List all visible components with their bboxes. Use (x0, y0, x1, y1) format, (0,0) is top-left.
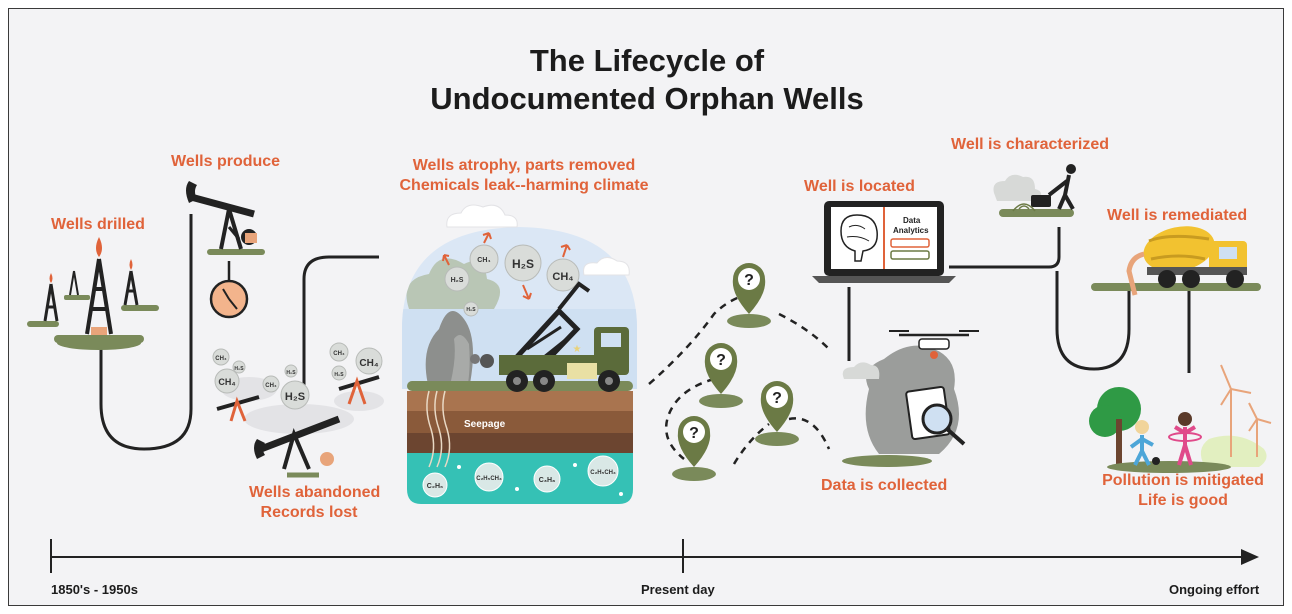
illustration-layer: CH₄ CH₄ H₂S CH₄ H₂S H₂S CH₄ CH₄ H₂S CH₄ … (27, 164, 1272, 573)
stage-label-abandoned-2: Records lost (260, 504, 358, 521)
stage-label-located: Well is located (804, 178, 915, 195)
chem-label-ch4-4: CH₄ (359, 358, 378, 369)
stage-label-atrophy-2: Chemicals leak--harming climate (399, 177, 649, 194)
abandoned-wells-illustration (212, 342, 384, 478)
derricks-illustration (27, 237, 159, 350)
location-pins (672, 263, 799, 481)
remediation-illustration (1091, 226, 1261, 296)
stage-label-drilled: Wells drilled (51, 216, 145, 233)
question-mark-icon: ? (689, 425, 699, 442)
timeline-label-end: Ongoing effort (1169, 582, 1260, 597)
chem-label-ch4-2: CH₄ (265, 383, 277, 389)
chem-label-h2s-sky: H₂S (512, 257, 534, 271)
chem-label-c2h5ch3-2: C₂H₅CH₃ (590, 470, 616, 476)
stage-label-remediated: Well is remediated (1107, 207, 1248, 224)
stage-label-produce: Wells produce (171, 153, 281, 170)
timeline-axis (50, 539, 1259, 573)
chem-label-h2s-2: H₂S (286, 370, 296, 376)
question-mark-icon: ? (744, 272, 754, 289)
question-mark-icon: ? (772, 390, 782, 407)
diagram-canvas: CH₄ CH₄ H₂S CH₄ H₂S H₂S CH₄ CH₄ H₂S CH₄ … (8, 8, 1284, 606)
chem-label-c3h8: C₃H₈ (539, 477, 556, 484)
stage-label-characterized: Well is characterized (951, 136, 1109, 153)
chem-label-c2h5ch3: C₂H₅CH₃ (476, 476, 502, 482)
laptop-screen-line1: Data (903, 216, 921, 225)
stage-label-collected: Data is collected (821, 477, 948, 494)
characterization-illustration (993, 164, 1076, 217)
stage-label-mitigated-1: Pollution is mitigated (1102, 472, 1264, 489)
pumpjack-illustration (186, 181, 265, 319)
chem-label-h2s-4: H₂S (334, 372, 344, 378)
mitigation-illustration (1089, 364, 1272, 473)
chem-label-ch4-3: CH₄ (333, 351, 345, 357)
chem-label-ch4-small: CH₄ (215, 356, 227, 362)
timeline-label-start: 1850's - 1950s (51, 582, 138, 597)
seepage-label: Seepage (464, 419, 506, 430)
atrophy-scene-illustration (402, 204, 637, 504)
chem-label-h2s-3: H₂S (285, 391, 305, 403)
laptop-screen-line2: Analytics (893, 226, 929, 235)
stage-label-abandoned-1: Wells abandoned (249, 484, 381, 501)
chem-label-ch4-sky-2: CH₄ (552, 271, 573, 283)
connector-laptop-to-characterized (949, 227, 1061, 269)
stage-label-atrophy-1: Wells atrophy, parts removed (412, 157, 636, 174)
dashed-route (648, 292, 831, 465)
title-line-1: The Lifecycle of (529, 43, 765, 78)
question-mark-icon: ? (716, 352, 726, 369)
chem-label-ch4-sky: CH₄ (477, 257, 490, 264)
chem-label-h2s-sky-3: H₂S (466, 307, 476, 313)
connector-drilled-to-produce (99, 214, 193, 451)
chem-label-c2h6: C₂H₆ (427, 483, 443, 490)
drone-data-illustration (842, 330, 979, 467)
timeline-label-middle: Present day (641, 582, 715, 597)
chem-label-ch4: CH₄ (218, 377, 235, 387)
connector-produce-to-atrophy (302, 255, 379, 399)
laptop-illustration (812, 201, 956, 283)
connector-characterized-to-remediated (1055, 271, 1131, 371)
chem-label-h2s-small: H₂S (234, 366, 244, 372)
title-line-2: Undocumented Orphan Wells (430, 81, 864, 116)
stage-label-mitigated-2: Life is good (1138, 492, 1228, 509)
chem-label-h2s-sky-2: H₂S (451, 277, 464, 284)
star-icon: ★ (573, 344, 582, 355)
